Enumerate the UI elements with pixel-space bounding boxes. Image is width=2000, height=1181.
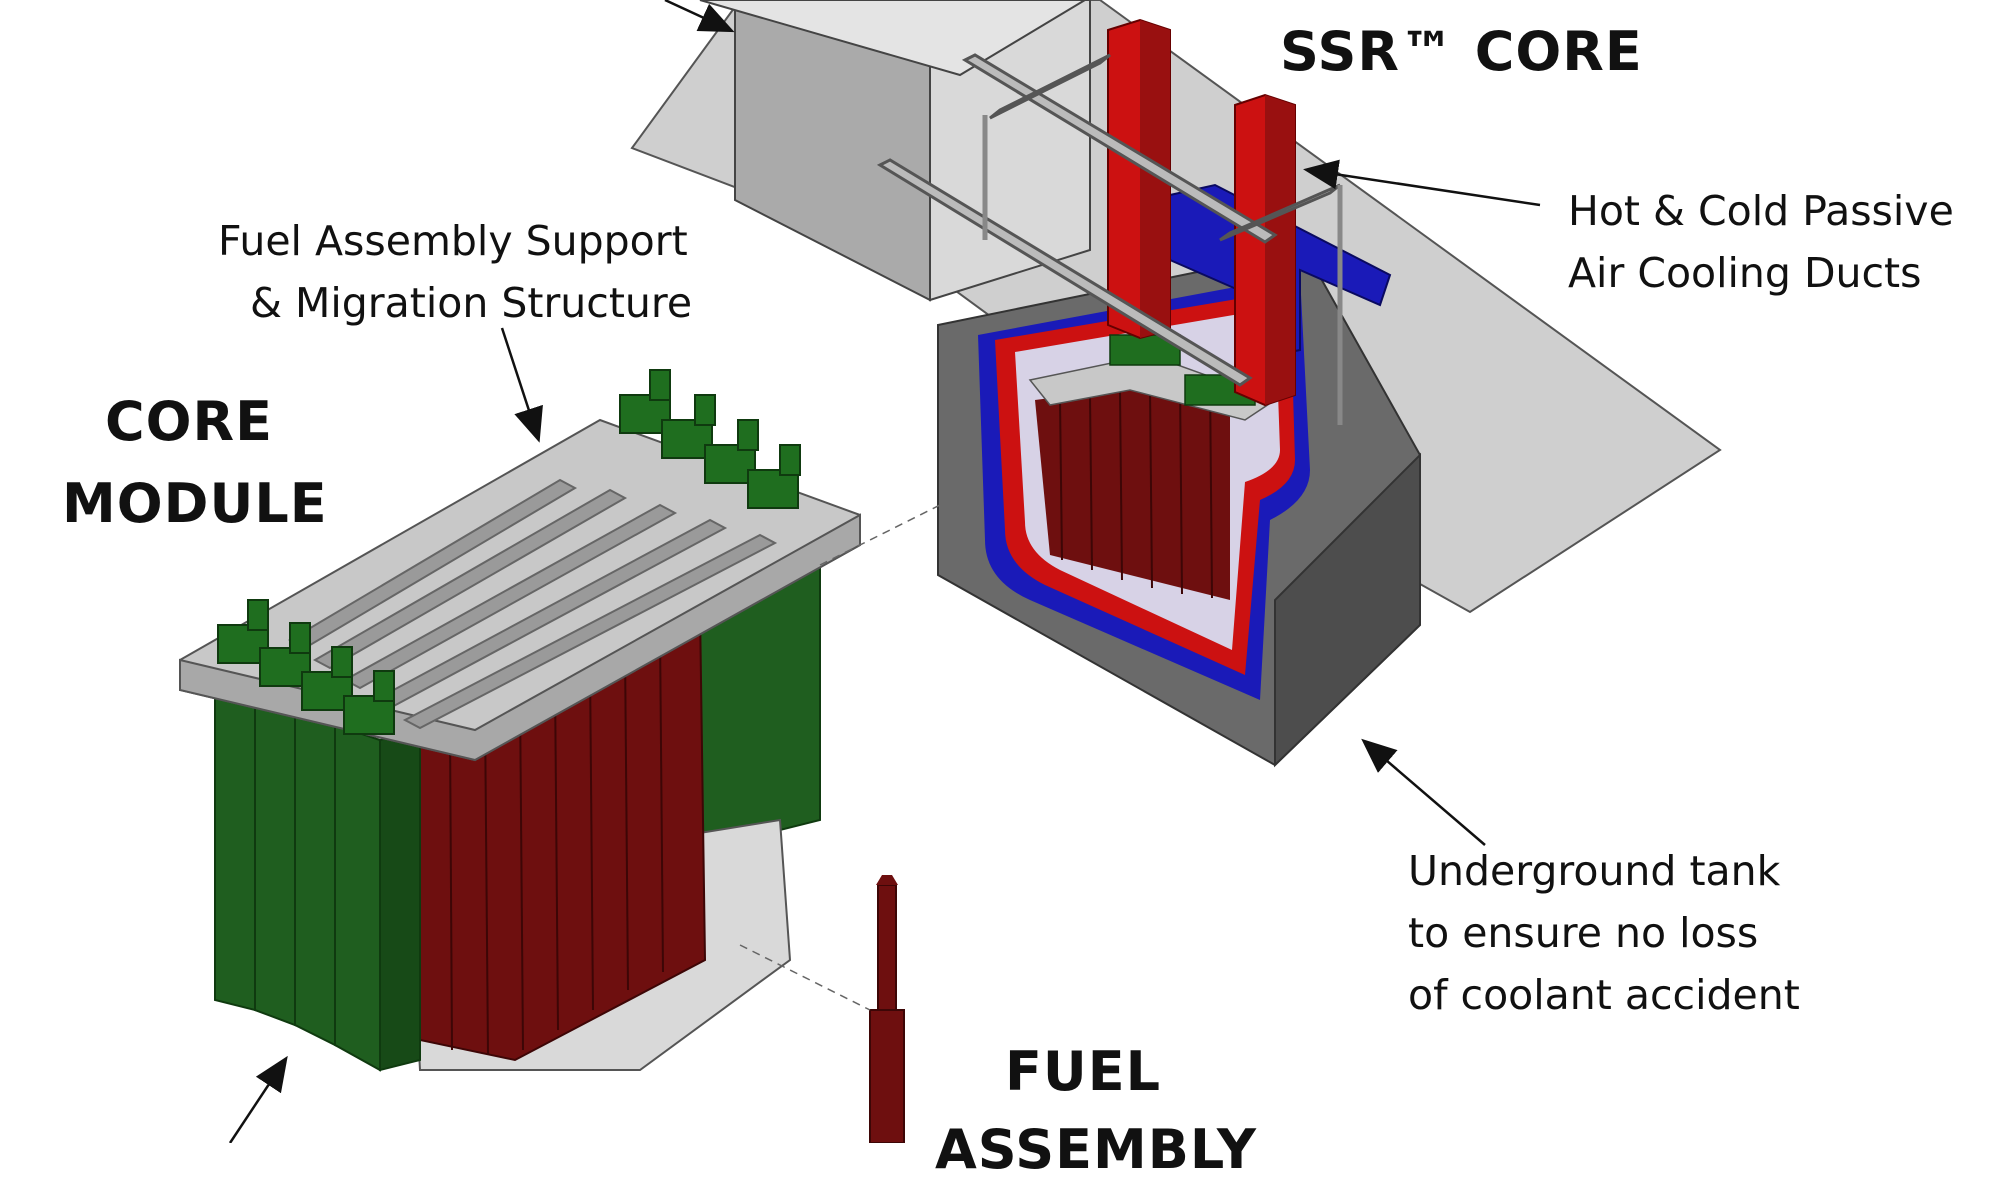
tank-label-line2: to ensure no loss: [1408, 909, 1759, 957]
core-reflector-blocks: [1109, 334, 1256, 406]
core-module: [179, 369, 861, 1072]
ssr-diagram: SSR™ CORE CORE MODULE FUEL ASSEMBLY Fuel…: [62, 0, 1954, 1181]
callout-arrows: [228, 0, 1541, 1144]
reflector-front: [214, 688, 421, 1072]
fuel-assembly-title-line2: ASSEMBLY: [935, 1118, 1258, 1181]
migration-rails: [876, 53, 1343, 425]
diagram-svg: [179, 0, 1722, 1144]
upper-enclosure-roof: [699, 0, 1087, 77]
arrow-top-left: [664, 0, 735, 33]
arrow-core-module-bottom: [228, 1055, 288, 1144]
support-slots: [287, 478, 778, 730]
exploded-view-lines: [739, 504, 941, 1011]
underground-tank: [937, 248, 1421, 768]
arrow-support-structure: [500, 327, 543, 443]
ssr-core-title: SSR™ CORE: [1280, 20, 1643, 83]
arrow-underground-tank: [1361, 738, 1486, 846]
tank-right-face: [1274, 452, 1421, 768]
fuel-assembly-title-line1: FUEL: [1005, 1040, 1162, 1103]
tank-label-line3: of coolant accident: [1408, 971, 1800, 1019]
hot-air-ducts: [1107, 18, 1296, 407]
air-ducts-label-line1: Hot & Cold Passive: [1568, 187, 1954, 235]
upper-enclosure-side: [929, 0, 1091, 302]
core-module-title-line2: MODULE: [62, 472, 328, 535]
air-ducts-label-line2: Air Cooling Ducts: [1568, 249, 1922, 297]
reflector-caps: [217, 369, 801, 735]
fuel-assembly-rod: [869, 875, 905, 1144]
support-structure-label-line2: & Migration Structure: [250, 279, 693, 327]
support-structure-label-line1: Fuel Assembly Support: [218, 217, 688, 265]
core-fuel-rods: [1035, 375, 1230, 600]
arrow-air-ducts: [1303, 159, 1541, 207]
core-module-title-line1: CORE: [105, 390, 274, 453]
tank-label-line1: Underground tank: [1408, 847, 1781, 895]
